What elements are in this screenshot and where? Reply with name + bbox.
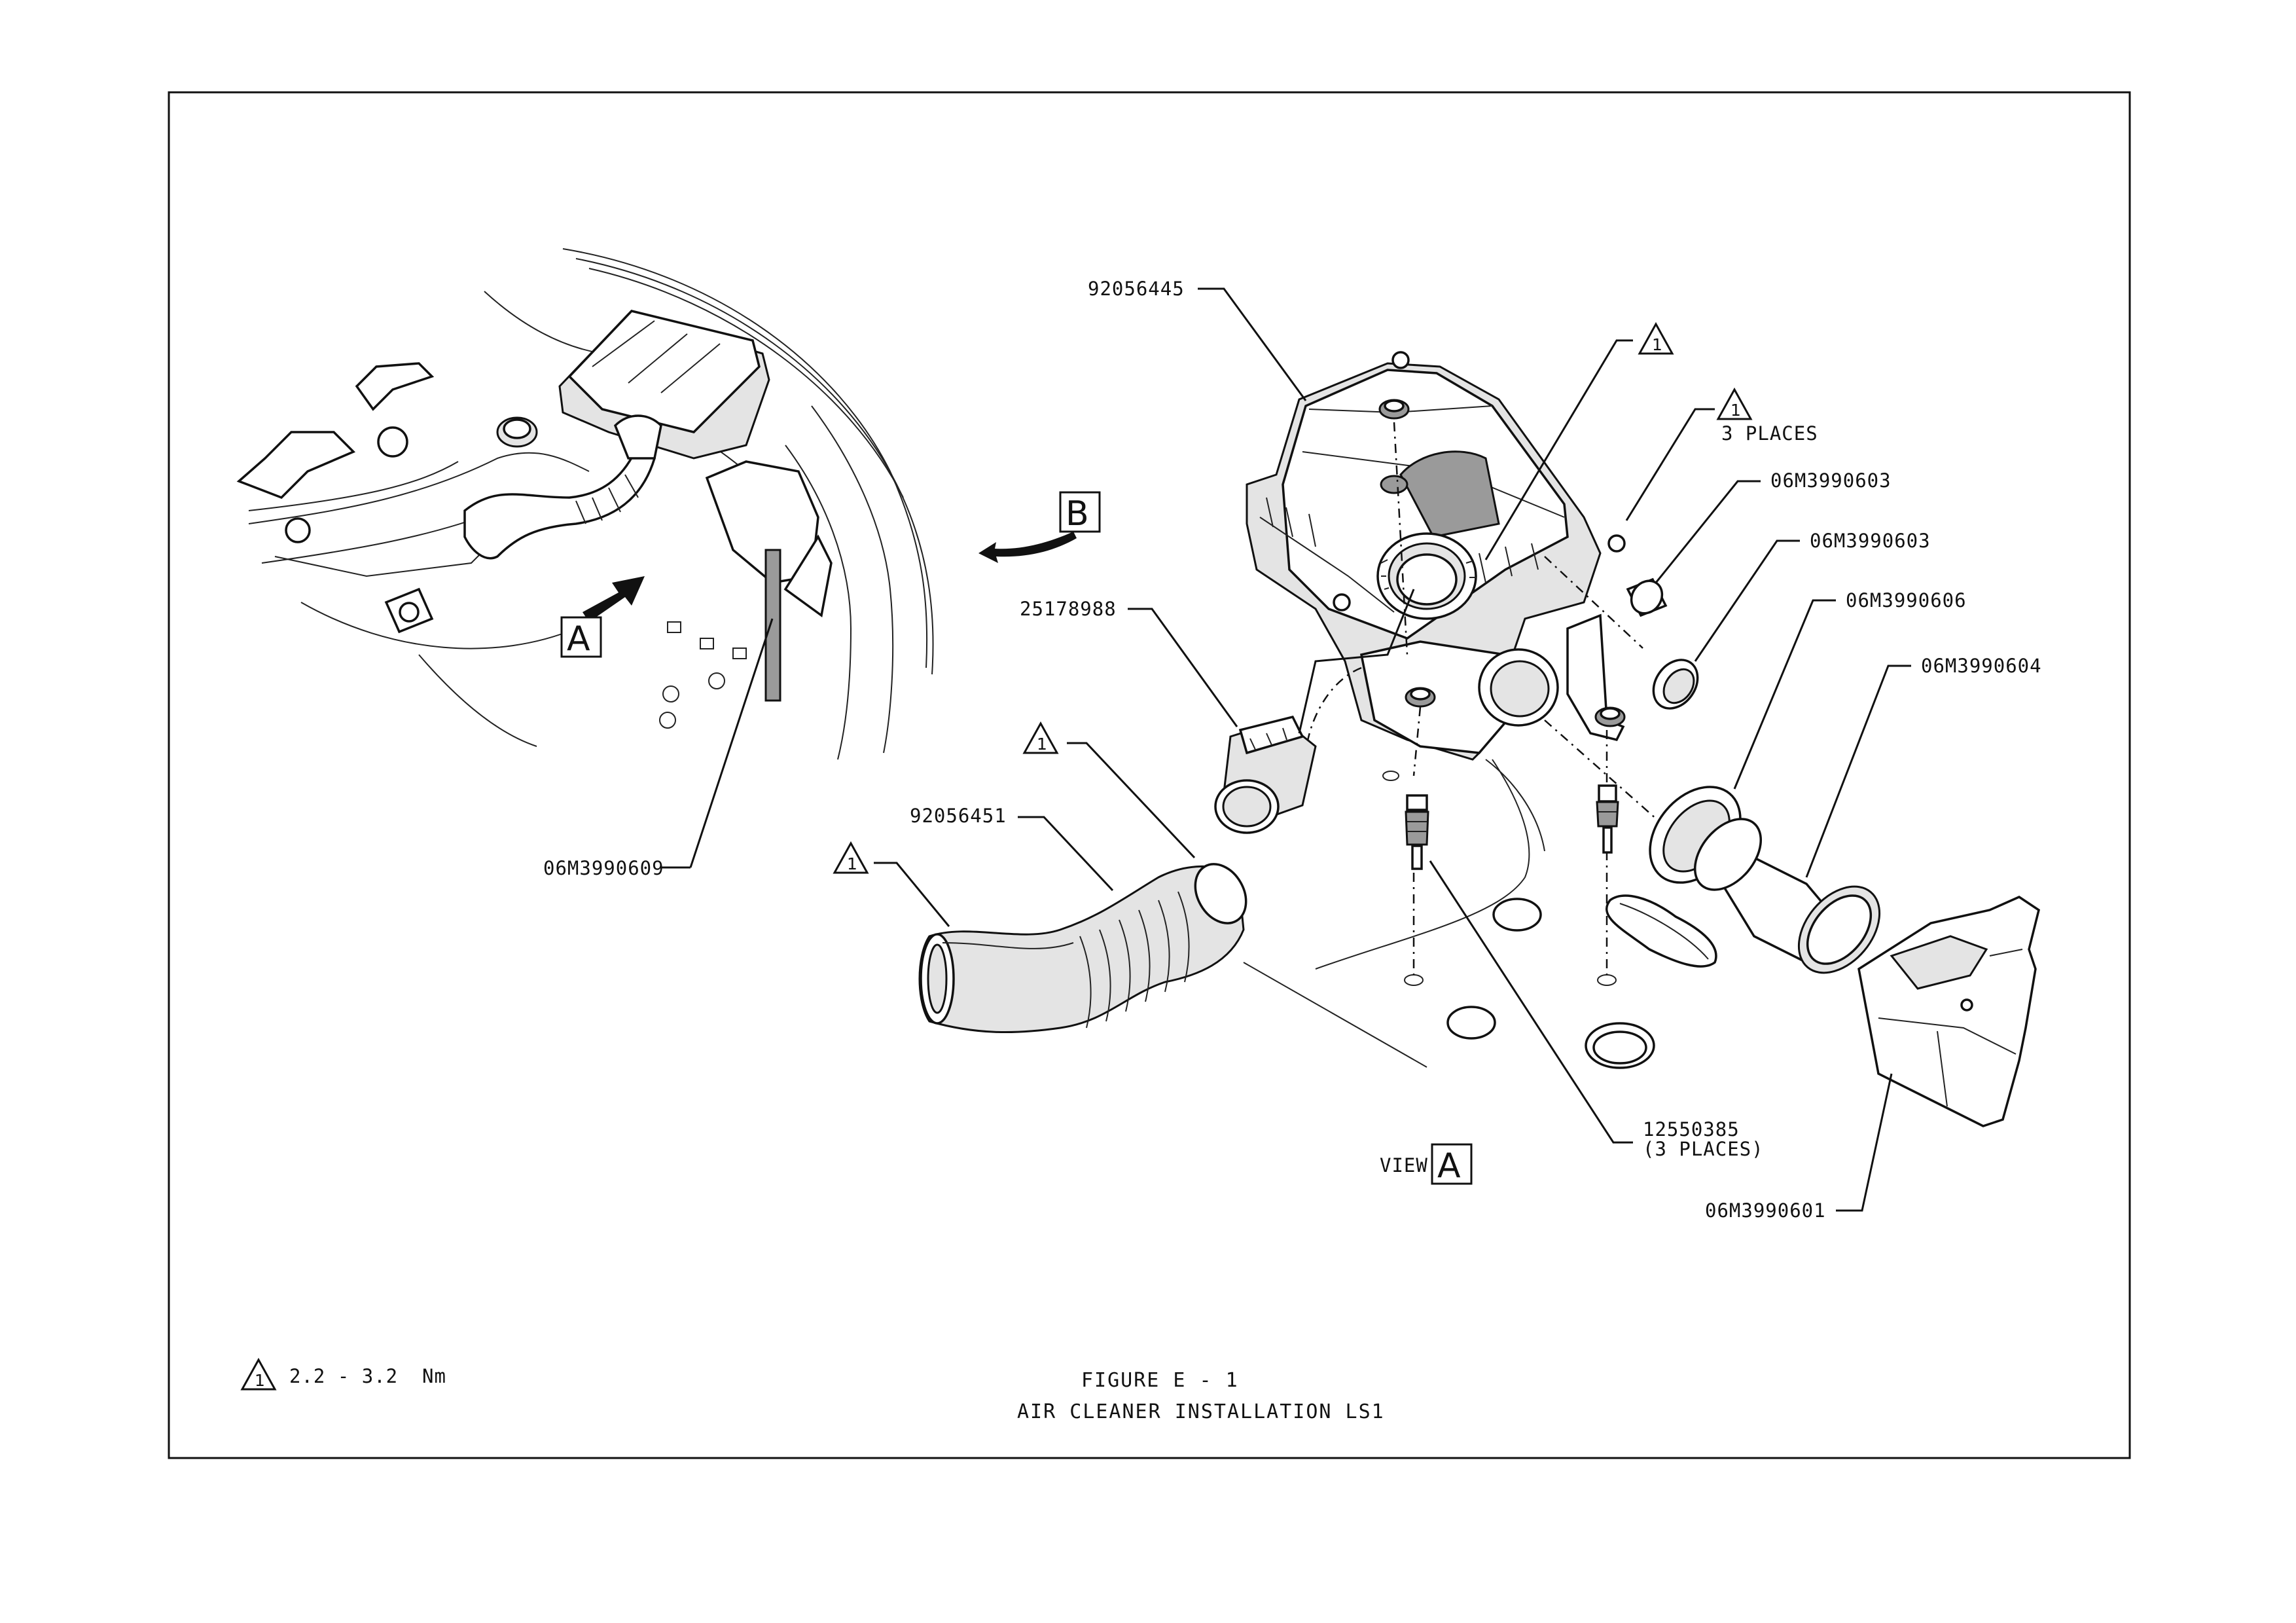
- torque-legend-spec: 2.2 - 3.2 Nm: [289, 1365, 446, 1387]
- grommet-upper: [1625, 575, 1668, 619]
- callout-intake-duct: 92056451: [910, 805, 1007, 827]
- callout-fastener: 12550385: [1643, 1118, 1740, 1140]
- fastener-right: [1597, 786, 1618, 852]
- callout-snorkel-tube: 06M3990604: [1921, 655, 2042, 677]
- maf-sensor: [1215, 717, 1316, 833]
- torque-marker-maf-clamp: 1: [1024, 723, 1057, 754]
- svg-text:1: 1: [1037, 735, 1047, 754]
- heat-shield: [1859, 897, 2039, 1126]
- svg-text:1: 1: [1652, 335, 1662, 354]
- view-a-arrow: [583, 576, 645, 622]
- torque-marker-duct-clamp: 1: [834, 843, 867, 873]
- callout-heat-shield: 06M3990601: [1705, 1199, 1826, 1222]
- view-b-letter: B: [1066, 494, 1089, 534]
- torque-legend-symbol: 1: [255, 1371, 265, 1390]
- callout-housing: 92056445: [1088, 278, 1185, 300]
- torque-marker-3-places: 1: [1718, 390, 1751, 420]
- figure-title: AIR CLEANER INSTALLATION LS1: [1017, 1400, 1385, 1423]
- callout-grommet-2: 06M3990603: [1810, 530, 1931, 552]
- view-a-letter: A: [567, 619, 590, 659]
- grommet-lower: [1644, 651, 1706, 717]
- callout-fastener-qty: (3 PLACES): [1643, 1138, 1764, 1160]
- svg-text:1: 1: [847, 854, 857, 873]
- callout-maf-sensor: 25178988: [1020, 598, 1117, 620]
- torque-marker-housing: 1: [1640, 324, 1672, 354]
- fastener-left: [1406, 795, 1428, 869]
- torque-legend: 1 2.2 - 3.2 Nm: [242, 1360, 446, 1390]
- engine-bay-overview: A B 06M3990609: [239, 249, 1100, 879]
- air-cleaner-housing: [1247, 352, 1624, 759]
- callout-seal-ring: 06M3990606: [1846, 589, 1967, 611]
- intake-duct: [920, 855, 1256, 1032]
- figure-number: FIGURE E - 1: [1081, 1369, 1239, 1392]
- view-a-label-letter: A: [1437, 1146, 1461, 1186]
- callout-bracket: 06M3990609: [543, 857, 664, 879]
- callout-torque-places: 3 PLACES: [1721, 422, 1818, 445]
- callout-grommet-1: 06M3990603: [1770, 469, 1892, 492]
- view-b-arrow: [978, 532, 1077, 563]
- svg-text:1: 1: [1731, 401, 1741, 420]
- view-a-caption: VIEW: [1380, 1154, 1428, 1176]
